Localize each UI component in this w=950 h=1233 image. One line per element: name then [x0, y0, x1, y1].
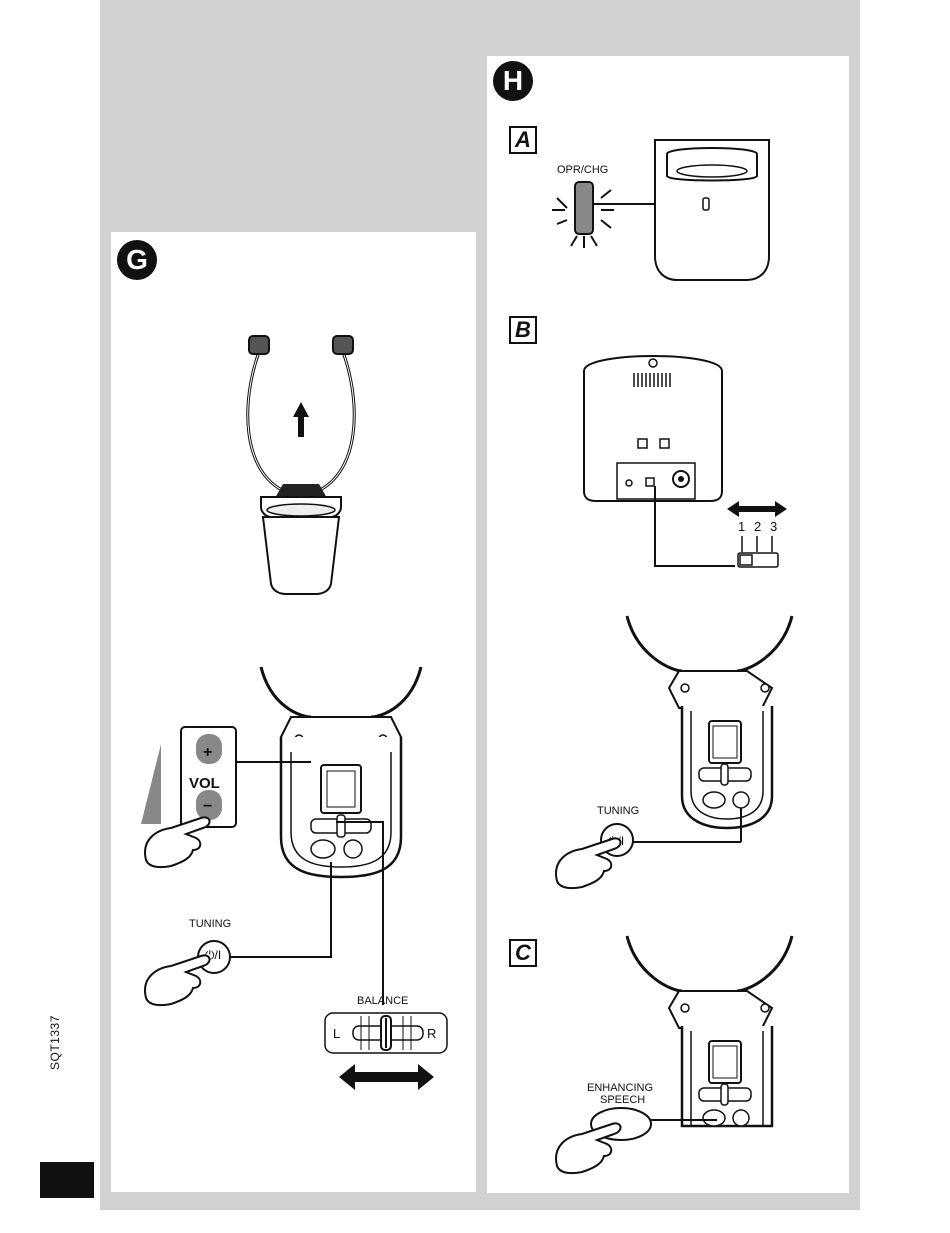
- subsection-b-label: B: [509, 316, 537, 344]
- charger-indicator-illustration: [547, 176, 777, 286]
- pressing-hand-icon: [141, 810, 221, 870]
- pressing-hand-icon: [141, 948, 221, 1008]
- headset-in-charger-illustration: [231, 322, 371, 602]
- subsection-c-label: C: [509, 939, 537, 967]
- receiver-unit-illustration: [627, 616, 792, 846]
- vol-plus-symbol[interactable]: +: [203, 744, 212, 762]
- channel-callout-line: [650, 486, 740, 571]
- channel-selector-switch[interactable]: [737, 536, 779, 570]
- page-code: SQT1337: [48, 980, 62, 1070]
- page-corner-marker: [40, 1162, 94, 1198]
- section-h-badge: H: [493, 61, 533, 101]
- section-h-panel: H A OPR/CHG B: [487, 56, 849, 1193]
- enhancing-speech-label-line1: ENHANCING: [587, 1082, 653, 1094]
- pressing-hand-icon: [552, 1116, 632, 1176]
- balance-left-label: L: [333, 1026, 340, 1041]
- double-arrow-icon: [339, 1064, 434, 1090]
- channel-number-2: 2: [754, 519, 761, 534]
- vol-label: VOL: [189, 775, 220, 792]
- section-g-panel: G + VOL −: [111, 232, 476, 1192]
- channel-number-1: 1: [738, 519, 745, 534]
- enhancing-speech-label-line2: SPEECH: [600, 1094, 645, 1106]
- subsection-a-label: A: [509, 126, 537, 154]
- balance-right-label: R: [427, 1026, 436, 1041]
- tuning-callout-lines: [196, 862, 336, 962]
- channel-number-3: 3: [770, 519, 777, 534]
- double-arrow-icon: [727, 501, 787, 517]
- balance-callout-line: [336, 820, 396, 1010]
- opr-chg-label: OPR/CHG: [557, 164, 608, 176]
- pressing-hand-icon: [552, 831, 632, 891]
- section-g-badge: G: [117, 240, 157, 280]
- balance-label: BALANCE: [357, 995, 408, 1007]
